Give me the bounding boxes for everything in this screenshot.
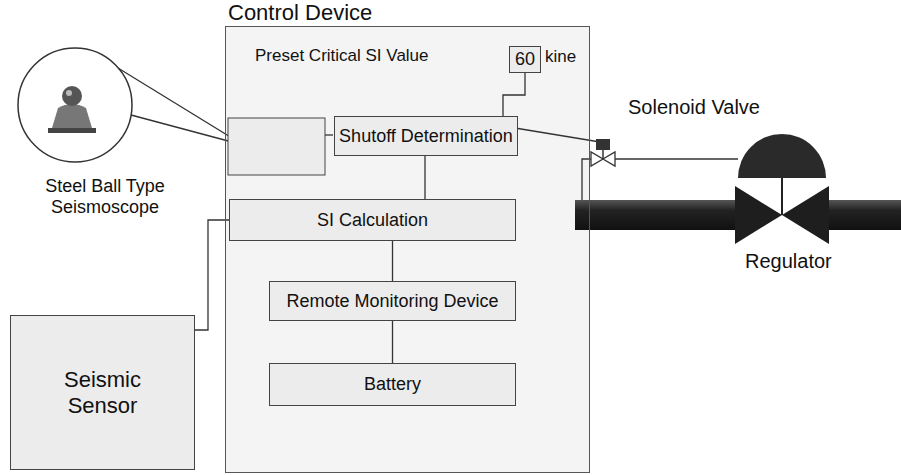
frame-title: Control Device: [228, 0, 372, 25]
device-label: Steel Ball Type Seismoscope: [30, 176, 180, 217]
box-text: Seismic Sensor: [43, 367, 163, 418]
box-text: Remote Monitoring Device: [286, 291, 498, 312]
box-text: Shutoff Determination: [339, 126, 513, 147]
process-box: Shutoff Determination: [334, 116, 518, 156]
regulator-body: [782, 186, 829, 244]
connector: [195, 220, 229, 330]
connector: [425, 156, 426, 199]
wire: [325, 134, 333, 135]
box-text: Battery: [364, 374, 421, 395]
connector: [392, 321, 393, 363]
pilot-line: [615, 158, 738, 159]
seismoscope-circle: [18, 48, 132, 162]
box-text: SI Calculation: [317, 210, 428, 231]
device-ground: [225, 26, 590, 473]
device-frame: Control Device60Shutoff DeterminationSI …: [225, 26, 590, 473]
unit-label: kine: [545, 47, 576, 67]
sensor-box: Seismic Sensor: [10, 315, 195, 470]
value-box: 60: [509, 46, 541, 73]
setting-label: Preset Critical SI Value: [255, 46, 429, 66]
box-text: 60: [515, 49, 535, 70]
pipe: [826, 200, 901, 230]
part-label: Solenoid Valve: [628, 96, 760, 119]
seismoscope-figure: [48, 86, 96, 133]
connector: [392, 241, 393, 281]
process-box: SI Calculation: [229, 199, 516, 241]
regulator-body: [735, 186, 782, 244]
solenoid-valve-symbol: [591, 139, 615, 166]
regulator-dome: [738, 134, 826, 178]
regulator-stem: [781, 178, 783, 215]
callout-line: [131, 115, 232, 142]
wire: [515, 128, 600, 142]
process-box: Remote Monitoring Device: [269, 281, 516, 321]
callout-line: [118, 68, 232, 138]
process-box: Battery: [269, 363, 516, 406]
pipe: [575, 200, 740, 230]
part-label: Regulator: [745, 250, 832, 273]
detector-box: [228, 118, 325, 175]
connector: [503, 73, 525, 116]
